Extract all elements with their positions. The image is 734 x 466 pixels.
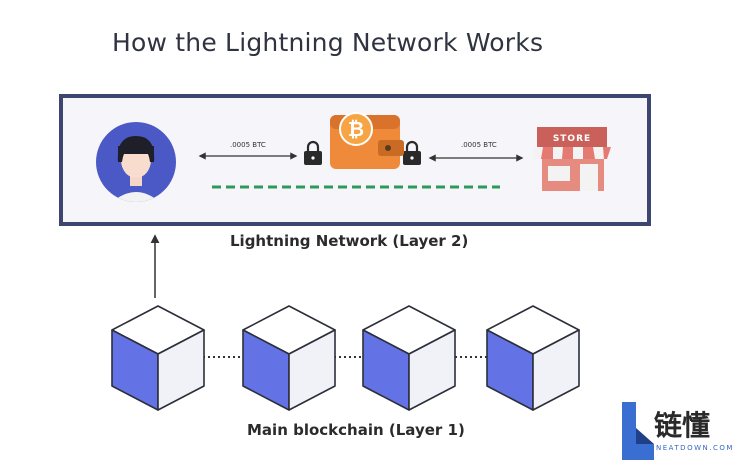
store-icon: STORE xyxy=(533,127,611,191)
left-amount-label: .0005 BTC xyxy=(230,141,266,149)
block-cube-3 xyxy=(362,305,456,411)
page-title: How the Lightning Network Works xyxy=(112,28,544,57)
cube-right-face xyxy=(532,329,580,411)
cube-right-face xyxy=(288,329,336,411)
cube-right-face xyxy=(408,329,456,411)
logo-english-text: NEATDOWN.COM xyxy=(656,444,734,452)
block-cube-4 xyxy=(486,305,580,411)
logo-chinese-text: 链懂 xyxy=(654,409,711,442)
block-cube-1 xyxy=(111,305,205,411)
right-padlock-icon xyxy=(403,140,421,165)
layer2-label: Lightning Network (Layer 2) xyxy=(230,232,469,250)
layer1-label: Main blockchain (Layer 1) xyxy=(247,421,465,439)
wallet-bitcoin-symbol: ₿ xyxy=(348,117,364,141)
cube-right-face xyxy=(157,329,205,411)
user-avatar-icon xyxy=(96,122,176,202)
store-sign-text: STORE xyxy=(553,134,591,144)
neatdown-logo xyxy=(622,402,654,460)
block-cube-2 xyxy=(242,305,336,411)
bitcoin-wallet-icon: ₿ xyxy=(330,112,404,169)
left-padlock-icon xyxy=(304,140,322,165)
right-amount-label: .0005 BTC xyxy=(461,141,497,149)
